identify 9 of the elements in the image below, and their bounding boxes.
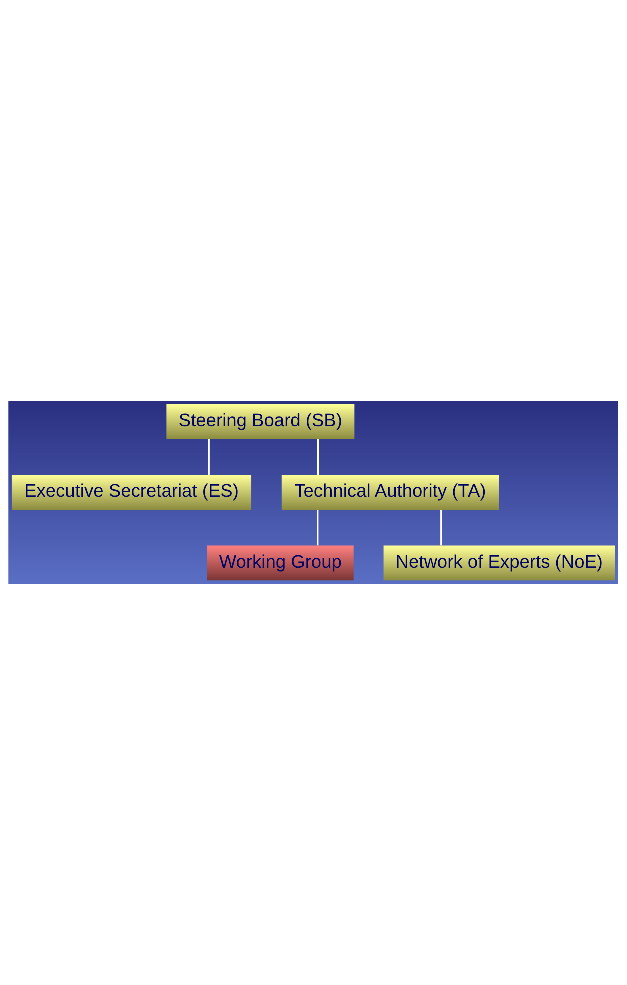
connector [317,510,319,546]
node-box: Executive Secretariat (ES) [12,475,252,510]
node-box: Technical Authority (TA) [282,475,499,510]
node-box: Network of Experts (NoE) [384,546,616,581]
connector [317,439,320,475]
connector [440,510,442,546]
node-box: Working Group [207,546,354,581]
connector [208,439,210,475]
node-box: Steering Board (SB) [166,404,355,440]
